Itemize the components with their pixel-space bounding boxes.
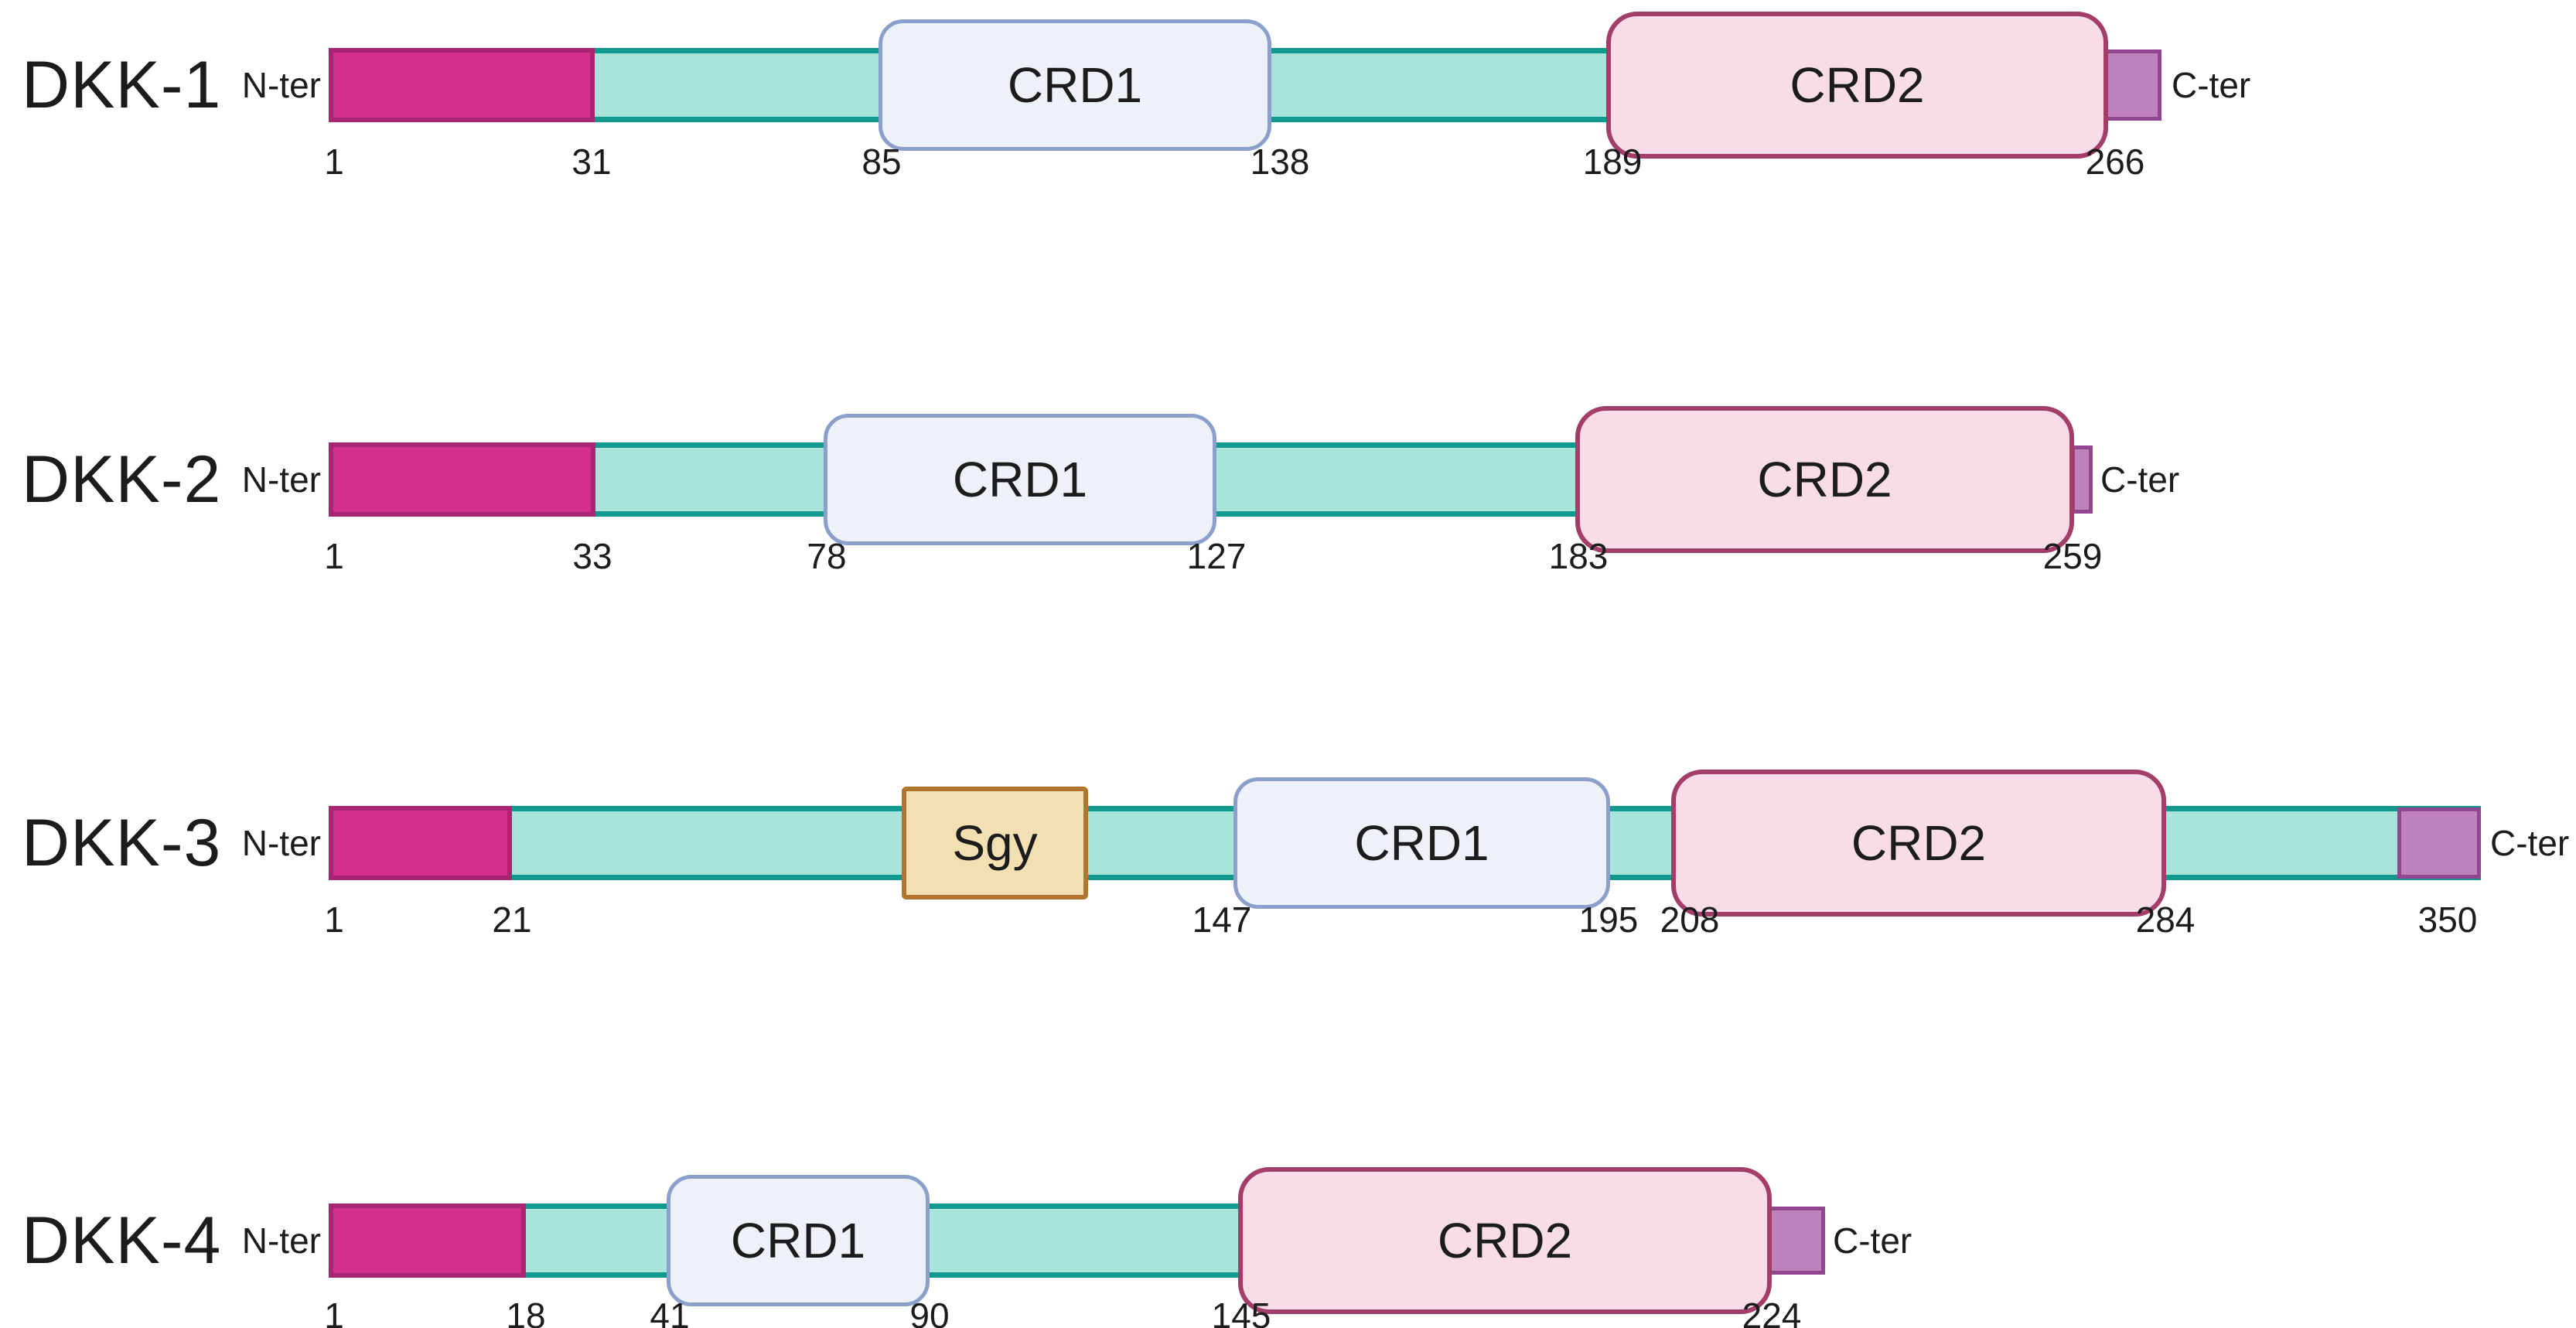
- c-terminal-box: [2397, 807, 2481, 879]
- residue-tick: 41: [650, 1296, 690, 1328]
- domain-label-crd2: CRD2: [1437, 1213, 1573, 1268]
- domain-box-sgy: Sgy: [902, 787, 1088, 900]
- domain-label-crd1: CRD1: [730, 1213, 866, 1268]
- c-terminus-label: C-ter: [2172, 65, 2251, 105]
- signal-peptide-box: [329, 48, 595, 122]
- protein-name-dkk3: DKK-3: [22, 806, 222, 880]
- residue-tick: 266: [2085, 142, 2145, 182]
- residue-tick: 138: [1250, 142, 1310, 182]
- residue-tick: 1: [324, 536, 344, 576]
- n-terminus-label: N-ter: [241, 459, 321, 500]
- domain-box-crd1: CRD1: [1233, 777, 1610, 909]
- residue-tick: 259: [2042, 536, 2103, 576]
- domain-label-crd1: CRD1: [1007, 57, 1143, 113]
- residue-tick: 350: [2417, 900, 2478, 940]
- signal-peptide-box: [329, 1203, 526, 1278]
- domain-box-crd1: CRD1: [824, 414, 1216, 545]
- residue-tick: 1: [324, 1296, 344, 1328]
- residue-tick: 31: [571, 142, 612, 182]
- residue-tick: 189: [1582, 142, 1643, 182]
- residue-tick: 21: [492, 900, 532, 940]
- protein-name-dkk4: DKK-4: [22, 1203, 222, 1278]
- residue-tick: 195: [1578, 900, 1639, 940]
- c-terminal-box: [2071, 446, 2093, 514]
- residue-tick: 78: [807, 536, 847, 576]
- residue-tick: 147: [1192, 900, 1252, 940]
- domain-label-crd2: CRD2: [1851, 815, 1987, 871]
- domain-box-crd2: CRD2: [1238, 1167, 1772, 1314]
- residue-tick: 127: [1186, 536, 1247, 576]
- residue-tick: 208: [1660, 900, 1720, 940]
- residue-tick: 85: [862, 142, 902, 182]
- residue-tick: 1: [324, 900, 344, 940]
- domain-box-crd2: CRD2: [1606, 12, 2108, 159]
- c-terminus-label: C-ter: [2490, 823, 2570, 863]
- residue-tick: 284: [2135, 900, 2196, 940]
- domain-box-crd2: CRD2: [1671, 770, 2166, 917]
- c-terminus-label: C-ter: [1833, 1220, 1912, 1261]
- signal-peptide-box: [329, 806, 512, 880]
- residue-tick: 224: [1742, 1296, 1802, 1328]
- n-terminus-label: N-ter: [241, 1220, 321, 1261]
- domain-label-sgy: Sgy: [952, 815, 1038, 871]
- residue-tick: 183: [1548, 536, 1609, 576]
- residue-tick: 90: [909, 1296, 950, 1328]
- domain-box-crd2: CRD2: [1575, 406, 2074, 553]
- domain-label-crd2: CRD2: [1790, 57, 1925, 113]
- protein-name-dkk2: DKK-2: [22, 442, 222, 517]
- domain-label-crd1: CRD1: [952, 452, 1088, 507]
- residue-tick: 18: [506, 1296, 546, 1328]
- protein-name-dkk1: DKK-1: [22, 48, 222, 122]
- c-terminus-label: C-ter: [2100, 459, 2180, 500]
- domain-box-crd1: CRD1: [879, 19, 1271, 151]
- domain-label-crd1: CRD1: [1354, 815, 1489, 871]
- domain-label-crd2: CRD2: [1757, 452, 1892, 507]
- signal-peptide-box: [329, 442, 595, 517]
- n-terminus-label: N-ter: [241, 823, 321, 863]
- n-terminus-label: N-ter: [241, 65, 321, 105]
- residue-tick: 33: [572, 536, 612, 576]
- domain-box-crd1: CRD1: [667, 1175, 930, 1306]
- residue-tick: 145: [1211, 1296, 1271, 1328]
- residue-tick: 1: [324, 142, 344, 182]
